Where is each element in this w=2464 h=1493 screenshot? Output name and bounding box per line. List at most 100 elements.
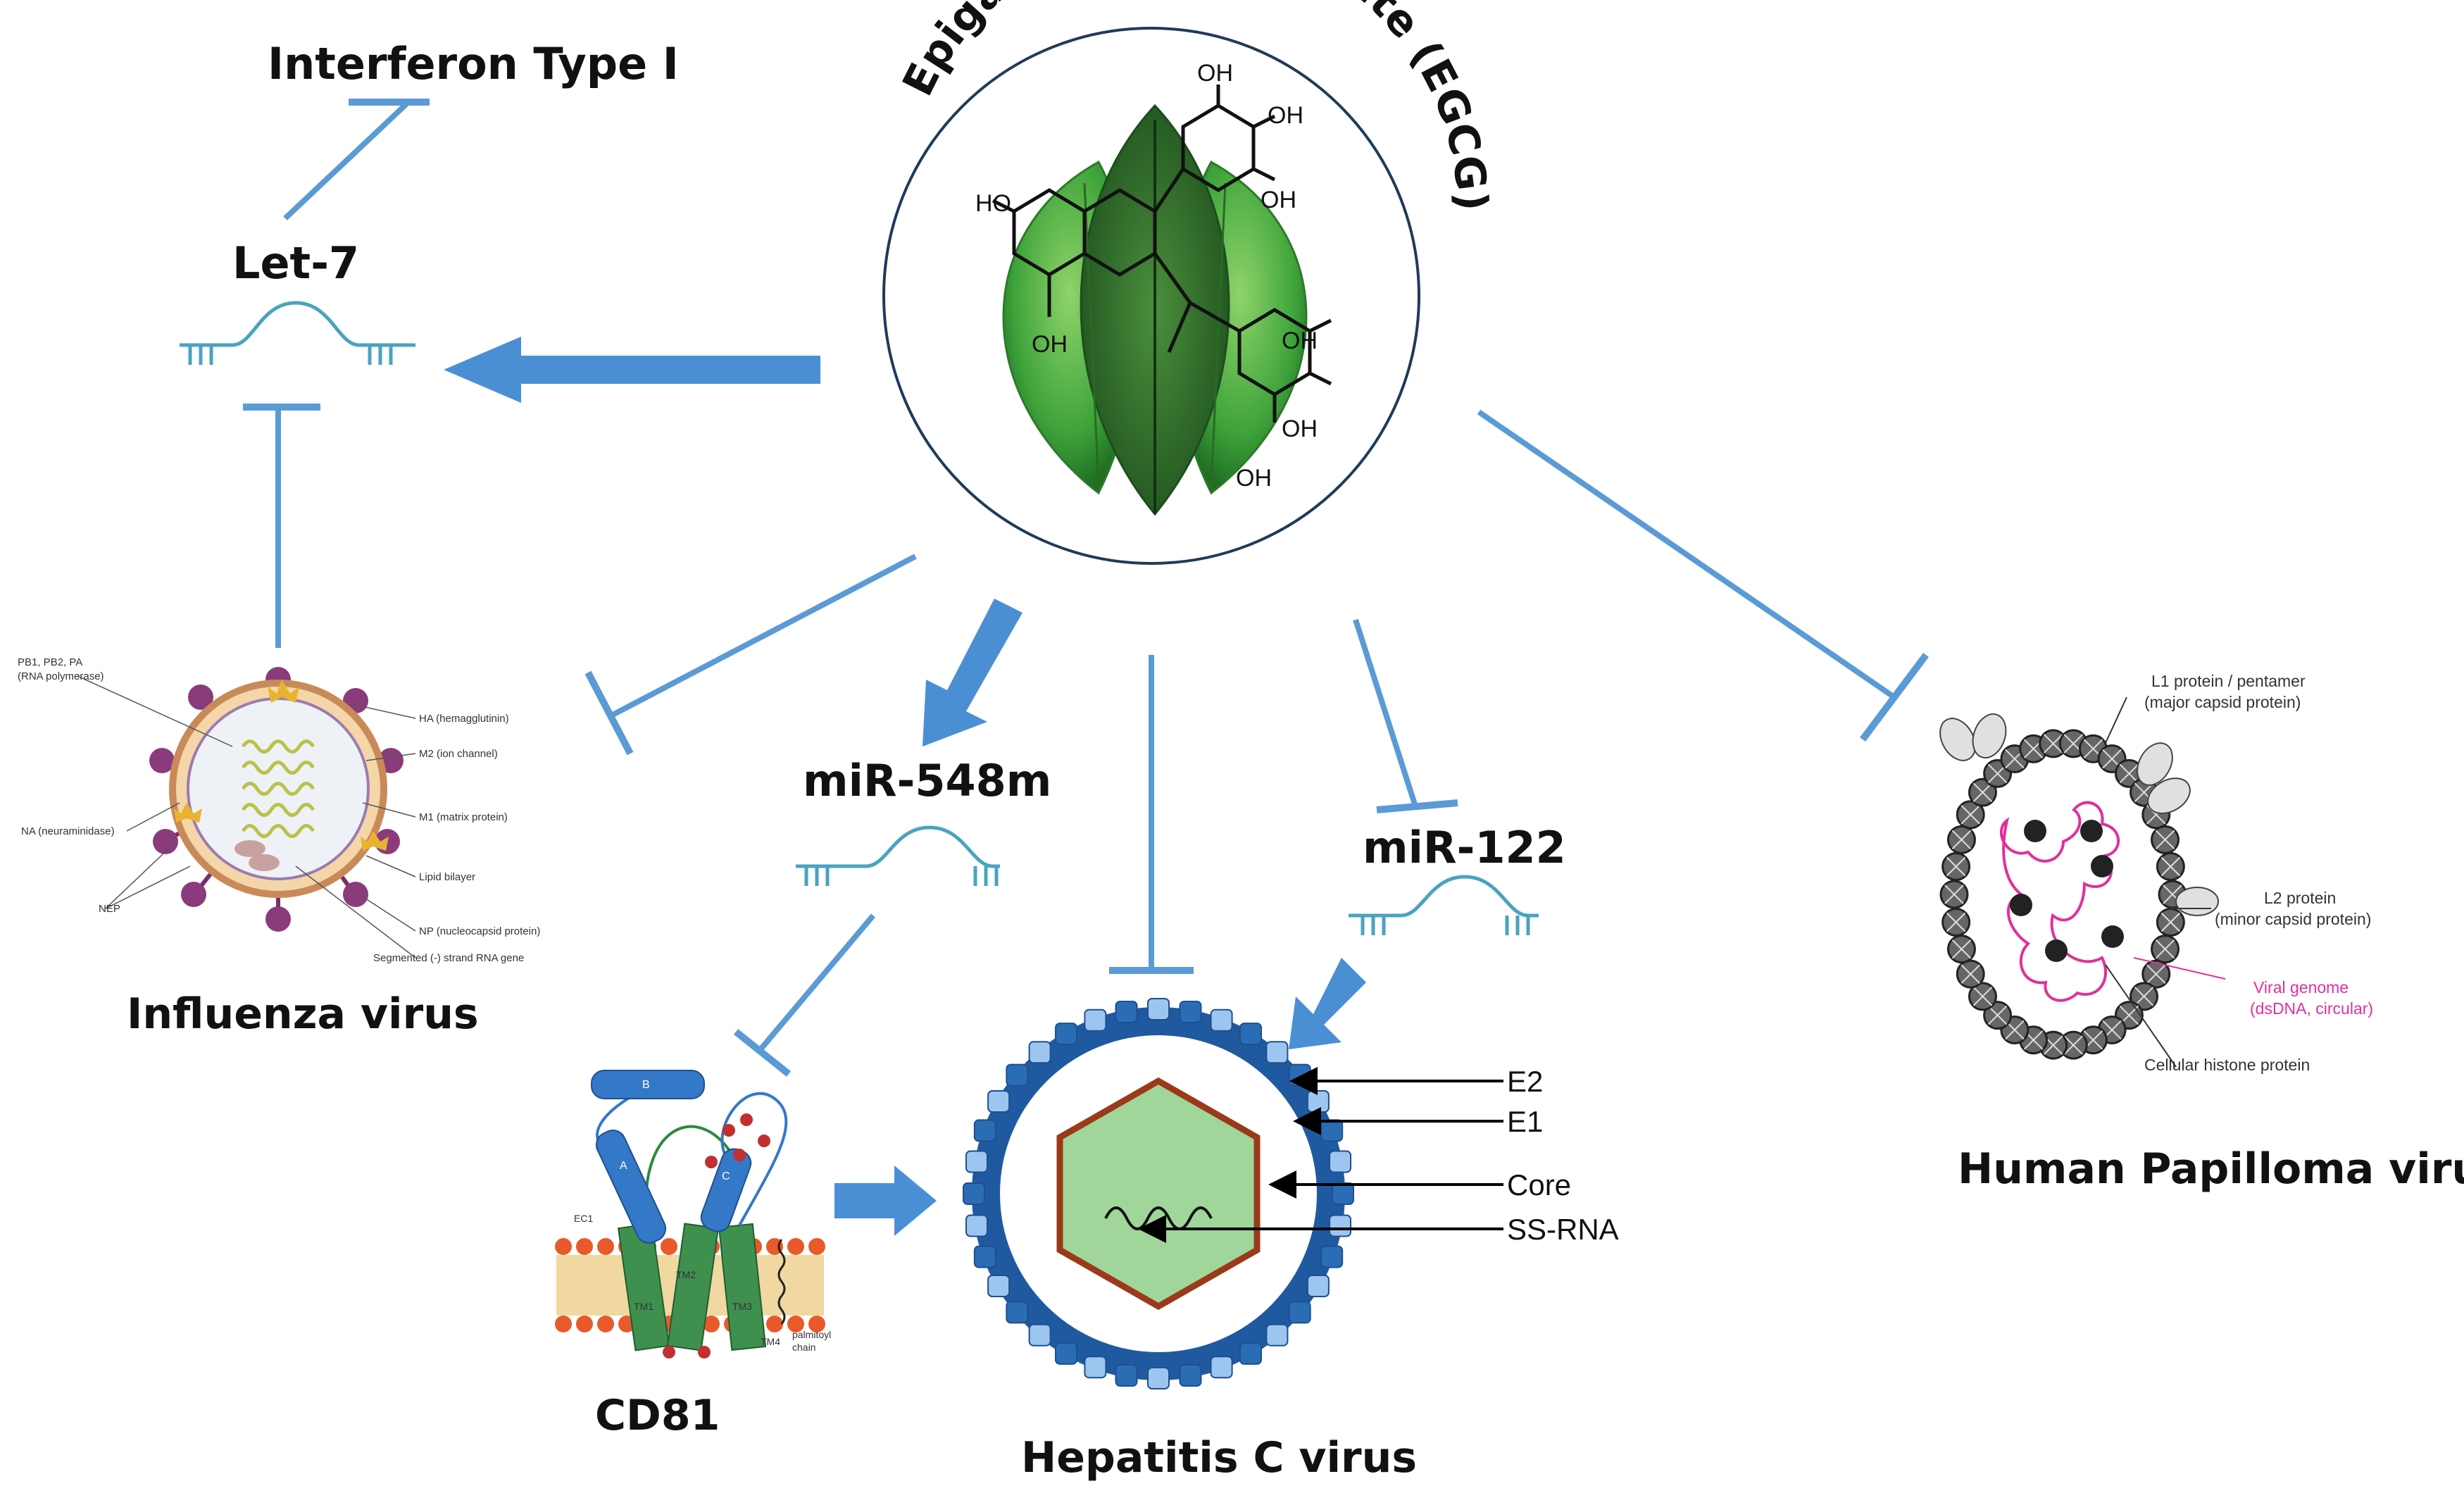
cd81-to-hcv-arrow xyxy=(834,1166,937,1236)
hpv-capsomere-mark xyxy=(1951,939,1972,959)
cd81-helix-a: A xyxy=(620,1160,627,1172)
hcv-spike xyxy=(1265,1323,1289,1347)
hcv-spike xyxy=(1320,1245,1344,1268)
cd81-bar xyxy=(733,1029,792,1077)
hcv-spike xyxy=(1006,1063,1029,1087)
hcv-spike xyxy=(1084,1008,1107,1032)
hcv-spike xyxy=(1306,1275,1330,1297)
let7-label: Let-7 xyxy=(232,237,359,289)
hpv-label-histone: Cellular histone protein xyxy=(2144,1056,2310,1074)
hcv-spike xyxy=(987,1090,1011,1113)
hcv-spike xyxy=(1332,1182,1354,1205)
hpv-capsomere-mark xyxy=(1972,987,1993,1006)
flu-label-nep: NEP xyxy=(99,903,120,915)
hcv-spike xyxy=(1006,1301,1029,1324)
hcv-spike xyxy=(1329,1150,1352,1173)
mir122-label: miR-122 xyxy=(1363,822,1566,873)
hpv-label-l1-sub: (major capsid protein) xyxy=(2144,693,2301,711)
cd81-label: CD81 xyxy=(595,1391,720,1440)
hpv-label: Human Papilloma virus xyxy=(1958,1144,2464,1194)
cd81-tm1: TM1 xyxy=(634,1301,653,1312)
flu-label-pb: PB1, PB2, PA xyxy=(18,656,82,668)
hpv-capsomere-mark xyxy=(1944,885,1964,904)
egcg-inhibits-mir122 xyxy=(1353,618,1418,808)
hcv-spike xyxy=(1115,1000,1138,1023)
hcv-spike xyxy=(1147,998,1170,1020)
mir548m-label: miR-548m xyxy=(803,755,1051,806)
let7-inhibits-interferon xyxy=(283,100,411,220)
egcg-node: Epigallocatechin gallate (EGCG) xyxy=(882,0,1496,565)
hcv-spike xyxy=(963,1182,985,1205)
let7-rna-icon xyxy=(180,301,415,365)
hcv-spike xyxy=(1329,1214,1352,1237)
hpv-capsomere-mark xyxy=(1960,964,1980,984)
hpv-label-l2-sub: (minor capsid protein) xyxy=(2215,910,2371,928)
hpv-capsomere-mark xyxy=(2134,987,2154,1006)
egcg-oh-4: OH xyxy=(1261,187,1296,213)
hpv-virion-image: L1 protein / pentamer (major capsid prot… xyxy=(1939,672,2373,1074)
hpv-capsomere-mark xyxy=(1946,856,1966,877)
flu-label-m2: M2 (ion channel) xyxy=(419,748,498,760)
hpv-capsomere-mark xyxy=(1951,830,1972,850)
hcv-spike xyxy=(1028,1323,1051,1347)
hpv-capsomere-mark xyxy=(1960,805,1980,825)
interferon-label: Interferon Type I xyxy=(268,38,679,89)
hcv-spike xyxy=(1179,1000,1202,1023)
hpv-capsomere-mark xyxy=(1987,1005,2008,1025)
hcv-spike xyxy=(987,1275,1011,1297)
cd81-tm2: TM2 xyxy=(676,1269,696,1280)
hcv-spike xyxy=(1115,1364,1138,1387)
hpv-label-genome-sub: (dsDNA, circular) xyxy=(2250,999,2373,1018)
influenza-virus-image: PB1, PB2, PA (RNA polymerase) HA (hemagg… xyxy=(18,656,540,964)
hpv-capsomere-mark xyxy=(2155,830,2175,850)
hcv-spike xyxy=(1055,1342,1077,1365)
hcv-label-core: Core xyxy=(1507,1168,1571,1201)
hpv-capsomere-mark xyxy=(2155,939,2175,959)
egcg-inhibits-influenza xyxy=(611,554,917,718)
hpv-capsomere-mark xyxy=(2160,856,2181,877)
cd81-helix-c: C xyxy=(722,1170,730,1182)
flu-label-m1: M1 (matrix protein) xyxy=(419,811,508,823)
hcv-rna xyxy=(1104,1206,1213,1230)
hcv-spike xyxy=(1055,1023,1077,1046)
hcv-spike xyxy=(1147,1367,1170,1389)
hcv-spike xyxy=(1320,1119,1344,1142)
cd81-chain: chain xyxy=(792,1342,815,1353)
cd81-image: B A C EC1 TM1 TM2 TM3 TM4 palmitoyl chai… xyxy=(555,1070,831,1358)
cd81-tm4: TM4 xyxy=(761,1336,780,1347)
flu-label-ha: HA (hemagglutinin) xyxy=(419,713,509,725)
hcv-spike xyxy=(1239,1023,1262,1046)
hcv-spike xyxy=(1239,1342,1262,1365)
hcv-spike xyxy=(973,1119,996,1142)
hcv-spike xyxy=(965,1150,988,1173)
mir548m-rna-icon xyxy=(796,825,1000,886)
egcg-oh-2: OH xyxy=(1197,60,1233,87)
mir548m-inhibits-cd81 xyxy=(758,913,876,1051)
flu-label-rna-pol: (RNA polymerase) xyxy=(18,670,104,682)
hcv-spike xyxy=(1306,1090,1330,1113)
hcv-spike xyxy=(1210,1356,1233,1379)
influenza-label: Influenza virus xyxy=(127,989,479,1039)
hpv-capsomere-mark xyxy=(2146,964,2166,984)
hpv-capsomere-mark xyxy=(2043,734,2063,754)
hpv-bar xyxy=(1860,653,1929,742)
hcv-label-e2: E2 xyxy=(1507,1065,1543,1098)
cd81-helix-b: B xyxy=(642,1079,650,1091)
egcg-oh-6: OH xyxy=(1282,327,1318,354)
hpv-label-l1: L1 protein / pentamer xyxy=(2151,672,2306,690)
hpv-capsomere-mark xyxy=(1946,912,1966,932)
egcg-oh-8: OH xyxy=(1236,465,1272,492)
flu-label-na: NA (neuraminidase) xyxy=(21,825,115,837)
cd81-ec1: EC1 xyxy=(574,1213,593,1224)
hcv-spike xyxy=(1179,1364,1202,1387)
egcg-activates-mir548m-arrow xyxy=(923,599,1023,746)
hpv-label-l2: L2 protein xyxy=(2264,889,2336,907)
hcv-label: Hepatitis C virus xyxy=(1021,1433,1417,1482)
hcv-spike xyxy=(973,1245,996,1268)
egcg-inhibits-hpv xyxy=(1477,409,1896,700)
mir122-activates-hcv-arrow xyxy=(1289,958,1366,1049)
influenza-bar xyxy=(584,670,634,756)
hcv-spike xyxy=(1028,1041,1051,1064)
flu-label-segmented: Segmented (-) strand RNA gene xyxy=(373,952,524,964)
mir122-bar xyxy=(1376,799,1458,813)
